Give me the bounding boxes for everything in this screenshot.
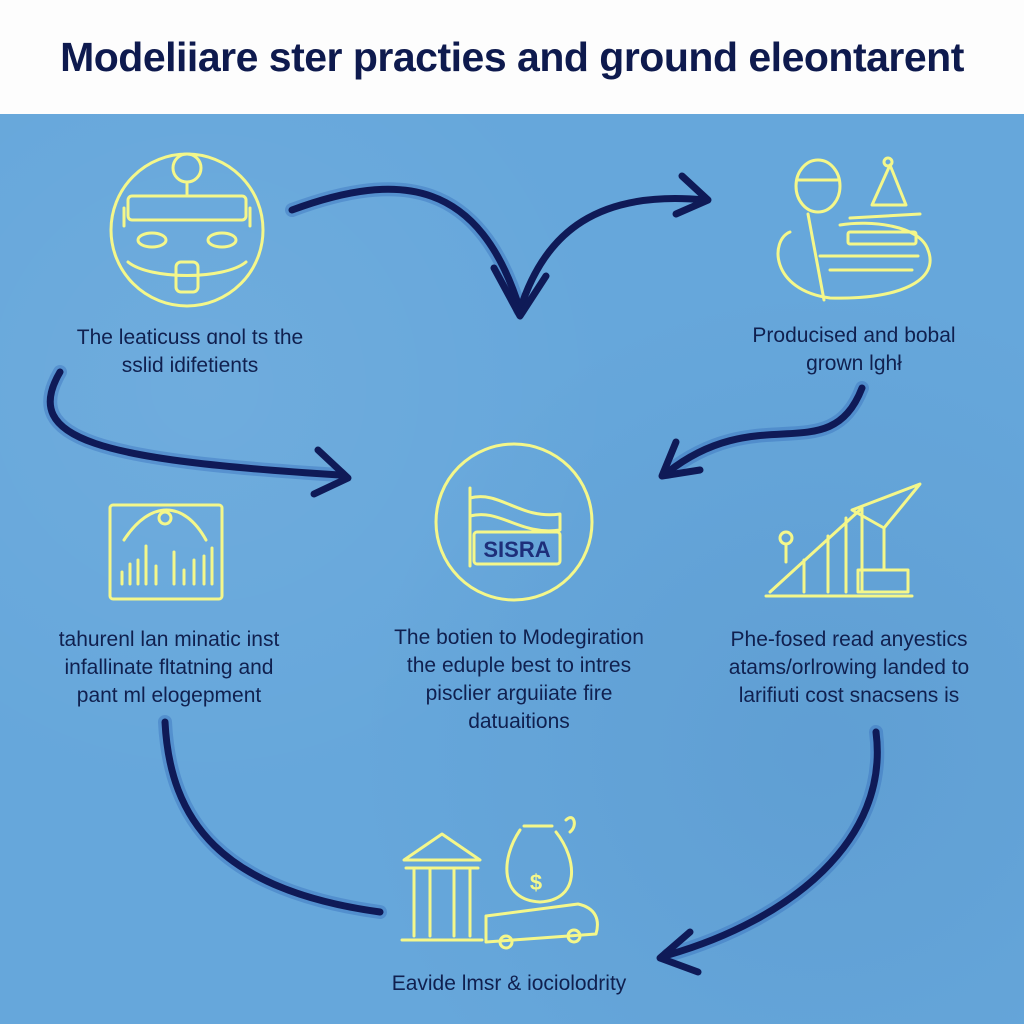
bank-moneybag-icon: [400, 816, 599, 950]
arrow-top-center-head: [490, 264, 550, 320]
arrow-bottom-right-head: [656, 928, 702, 976]
diagram-panel: [0, 114, 1024, 1024]
arrow-top-center-left: [288, 185, 524, 314]
arrow-right-to-center: [664, 384, 866, 476]
bar-chart-icon: [108, 503, 224, 601]
growth-ramp-icon: [764, 482, 922, 598]
node-label-bottom: Eavide lmsr & iociolodrity: [391, 972, 627, 995]
node-label-center: The botien to Modegiration the eduple be…: [394, 626, 644, 733]
page-title: Modeliiare ster practies and ground eleo…: [60, 33, 964, 80]
node-label-mid-left: tahurenl lan minatic inst infallinate fl…: [58, 628, 280, 707]
arrow-left-head: [310, 446, 352, 498]
arrow-top-right-head: [672, 172, 712, 218]
arrow-left-to-center: [46, 368, 344, 479]
flag-badge-icon: [434, 442, 594, 602]
arrow-top-center-right: [516, 195, 709, 314]
flow-arrows: [43, 172, 885, 976]
node-label-mid-right: Phe-fosed read anyestics atams/orlrowing…: [728, 628, 970, 707]
node-label-top-right: Producised and bobal grown lghł: [752, 324, 956, 375]
dollar-symbol: $: [530, 870, 542, 895]
arrow-bottom-right: [664, 728, 881, 959]
arrow-right-head: [658, 438, 704, 480]
badge-text: SISRA: [483, 537, 550, 562]
node-label-top-left: The leaticuss ɑnol ts the sslid idifetie…: [76, 326, 304, 377]
person-circle-icon: [109, 152, 265, 308]
worker-icon: [776, 156, 932, 302]
arrow-bottom-left: [161, 718, 384, 916]
header: Modeliiare ster practies and ground eleo…: [0, 0, 1024, 114]
